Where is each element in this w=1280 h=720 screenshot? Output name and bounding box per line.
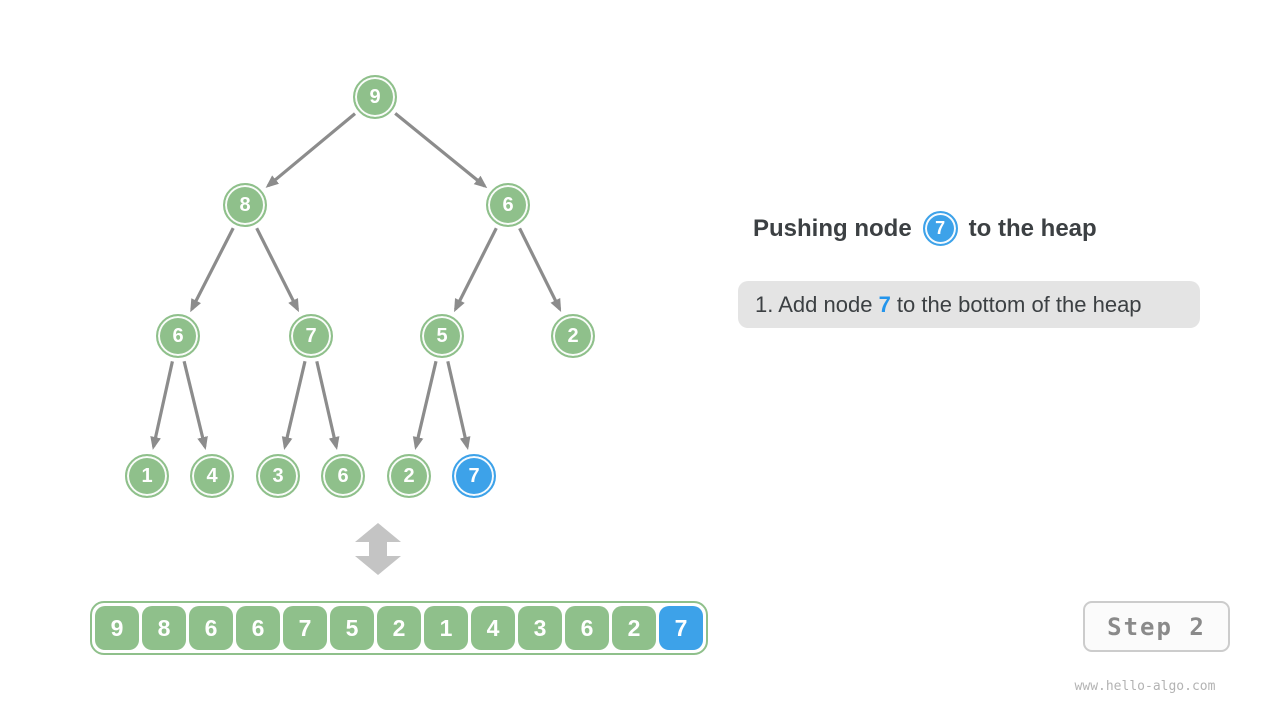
tree-edge (182, 360, 208, 450)
step-text-prefix: 1. Add node (755, 291, 879, 317)
title-suffix: to the heap (968, 214, 1097, 242)
tree-edge (454, 227, 498, 313)
diagram-title: Pushing node 7 to the heap (753, 211, 1097, 246)
tree-node-2: 2 (387, 454, 431, 498)
tree-node-5: 5 (420, 314, 464, 358)
tree-edge (412, 360, 438, 450)
tree-node-7: 7 (289, 314, 333, 358)
tree-array-swap-arrow-icon (355, 523, 401, 575)
array-cell-9: 3 (518, 606, 562, 650)
array-cell-10: 6 (565, 606, 609, 650)
array-cell-4: 7 (283, 606, 327, 650)
tree-node-6: 6 (156, 314, 200, 358)
step-text-highlight: 7 (878, 291, 891, 317)
array-cell-8: 4 (471, 606, 515, 650)
step-description: 1. Add node 7 to the bottom of the heap (738, 281, 1200, 328)
tree-node-6: 6 (486, 183, 530, 227)
tree-node-7-highlighted: 7 (452, 454, 496, 498)
tree-edge (150, 361, 174, 450)
tree-node-1: 1 (125, 454, 169, 498)
tree-node-8: 8 (223, 183, 267, 227)
array-cell-3: 6 (236, 606, 280, 650)
tree-edge (394, 112, 488, 189)
watermark: www.hello-algo.com (1074, 679, 1216, 694)
array-cell-1: 8 (142, 606, 186, 650)
array-cell-6: 2 (377, 606, 421, 650)
array-cell-0: 9 (95, 606, 139, 650)
tree-edge (281, 360, 307, 450)
array-cell-7: 1 (424, 606, 468, 650)
step-button[interactable]: Step 2 (1083, 601, 1230, 652)
tree-edge (446, 360, 471, 450)
tree-node-6: 6 (321, 454, 365, 498)
title-node-badge: 7 (922, 211, 958, 246)
array-cell-11: 2 (612, 606, 656, 650)
tree-edge (255, 227, 299, 313)
array-cell-2: 6 (189, 606, 233, 650)
tree-node-9: 9 (353, 75, 397, 119)
tree-edge (315, 360, 340, 450)
tree-edge (190, 227, 235, 313)
tree-node-4: 4 (190, 454, 234, 498)
array-cell-5: 5 (330, 606, 374, 650)
step-text-suffix: to the bottom of the heap (890, 291, 1142, 317)
title-prefix: Pushing node (753, 214, 912, 242)
tree-node-2: 2 (551, 314, 595, 358)
tree-node-3: 3 (256, 454, 300, 498)
tree-edge (265, 112, 357, 188)
array-cell-12: 7 (659, 606, 703, 650)
tree-edge (518, 227, 562, 313)
